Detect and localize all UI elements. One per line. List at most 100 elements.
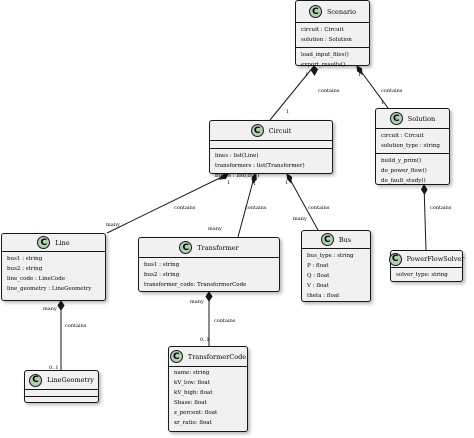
class-linegeometry[interactable]: C LineGeometry [24, 370, 99, 403]
multiplicity-label: 0..1 [49, 365, 59, 371]
class-name: Scenario [326, 7, 357, 16]
composition-diamond-circuit-bus [286, 172, 293, 184]
relation-label: contains [381, 88, 403, 94]
class-field: line_code : LineCode [7, 276, 66, 282]
class-field: circuit : Circuit [301, 27, 344, 33]
relation-label: contains [318, 88, 340, 94]
class-powerflowsolver[interactable]: C PowerFlowSolver solver_type: string [388, 250, 465, 282]
class-name: LineGeometry [47, 376, 94, 384]
class-field: solver_type: string [396, 272, 448, 278]
class-field: line_geometry : LineGeometry [7, 286, 92, 292]
class-field: bus1 : string [144, 262, 180, 268]
multiplicity-label: 1 [358, 72, 362, 78]
class-empty-section [210, 141, 332, 149]
multiplicity-label: many [293, 216, 307, 222]
class-fields: bus_type : string P : float Q : float V … [302, 249, 370, 303]
class-field: kV_low: float [174, 380, 210, 386]
class-fields: solver_type: string [391, 268, 462, 282]
class-field: theta : float [307, 293, 340, 299]
multiplicity-label: 1 [227, 180, 231, 186]
class-fields: bus1 : string bus2 : string line_code : … [2, 252, 105, 296]
class-field: Q : float [307, 273, 330, 279]
class-name: Bus [338, 235, 352, 244]
class-header: C Bus [302, 231, 370, 249]
composition-diamond-solution [420, 184, 428, 195]
class-name: Circuit [268, 126, 292, 135]
class-field: V : float [307, 283, 329, 289]
class-field: bus_type : string [307, 253, 354, 259]
class-method: load_input_files() [301, 52, 349, 58]
class-method: build_y_prim() [381, 158, 422, 164]
relation-label: contains [174, 205, 196, 211]
class-name: Transformer [197, 243, 239, 252]
class-badge-icon: C [389, 112, 403, 125]
class-field: buses : list(Bus) [215, 173, 260, 179]
class-method: do_power_flow() [381, 168, 427, 174]
multiplicity-label: 1 [253, 181, 257, 187]
multiplicity-label: many [106, 222, 120, 228]
class-badge-icon: C [250, 124, 264, 137]
class-field: bus2 : string [7, 266, 43, 272]
class-field: name: string [174, 370, 210, 376]
class-field: transformers : list(Transformer) [215, 163, 305, 169]
class-header: C PowerFlowSolver [388, 251, 465, 268]
relation-label: contains [245, 205, 267, 211]
class-badge-icon: C [37, 236, 51, 249]
relation-label: contains [308, 205, 330, 211]
class-transformer[interactable]: C Transformer bus1 : string bus2 : strin… [138, 237, 280, 292]
class-fields: name: string kV_low: float kV_high: floa… [169, 367, 247, 429]
relation-line-circuit-bus [286, 173, 319, 231]
class-field: P : float [307, 263, 329, 269]
multiplicity-label: 1 [381, 100, 385, 106]
class-field: transformer_code: TransformerCode [144, 282, 247, 288]
relation-line-solution-powerflowsolver [423, 184, 427, 251]
class-bus[interactable]: C Bus bus_type : string P : float Q : fl… [301, 230, 371, 302]
class-name: Solution [407, 114, 436, 123]
class-badge-icon: C [320, 233, 334, 246]
class-field: circuit : Circuit [381, 133, 424, 139]
composition-diamond-circuit-line [218, 173, 229, 180]
relation-label: contains [65, 323, 87, 329]
class-field: bus2 : string [144, 272, 180, 278]
class-scenario[interactable]: C Scenario circuit : Circuit solution : … [295, 0, 370, 68]
composition-diamond-circuit-transformer [251, 172, 258, 185]
class-transformercode[interactable]: C TransformerCode name: string kV_low: f… [168, 346, 248, 432]
class-empty-section [25, 397, 98, 403]
composition-diamond-line [57, 300, 65, 311]
class-line[interactable]: C Line bus1 : string bus2 : string line_… [1, 233, 106, 301]
relation-line-scenario-circuit [269, 65, 315, 121]
composition-diamond-scenario [310, 65, 319, 76]
class-circuit[interactable]: C Circuit lines : list(Line) transformer… [209, 120, 333, 179]
class-fields: circuit : Circuit solution : Solution [296, 23, 369, 48]
class-fields: lines : list(Line) transformers : list(T… [210, 149, 332, 183]
class-badge-icon: C [388, 252, 402, 266]
class-method: do_fault_study() [381, 178, 426, 184]
relation-line-circuit-transformer [237, 173, 256, 238]
class-field: bus1 : string [7, 256, 43, 262]
class-name: TransformerCode [187, 352, 247, 361]
class-solution[interactable]: C Solution circuit : Circuit solution_ty… [375, 108, 450, 185]
class-header: C Line [2, 234, 105, 252]
multiplicity-label: many [208, 226, 222, 232]
class-badge-icon: C [29, 373, 43, 387]
class-field: xr_ratio: float [174, 420, 212, 426]
class-fields: bus1 : string bus2 : string transformer_… [139, 258, 279, 292]
class-header: C Transformer [139, 238, 279, 258]
multiplicity-label: many [43, 306, 57, 312]
multiplicity-label: 1 [286, 109, 290, 115]
class-empty-section [25, 390, 98, 397]
relation-line-circuit-line [106, 173, 229, 234]
multiplicity-label: 1 [285, 180, 289, 186]
class-name: Line [55, 238, 70, 247]
class-badge-icon: C [308, 5, 322, 18]
class-name: PowerFlowSolver [406, 255, 465, 263]
class-field: Sbase: float [174, 400, 207, 406]
class-field: lines : list(Line) [215, 153, 259, 159]
class-field: kV_high: float [174, 390, 213, 396]
composition-diamond-transformer [205, 291, 213, 302]
class-methods: build_y_prim() do_power_flow() do_fault_… [376, 154, 449, 188]
class-header: C Solution [376, 109, 449, 129]
class-header: C Circuit [210, 121, 332, 141]
multiplicity-label: 0..1 [200, 337, 210, 343]
